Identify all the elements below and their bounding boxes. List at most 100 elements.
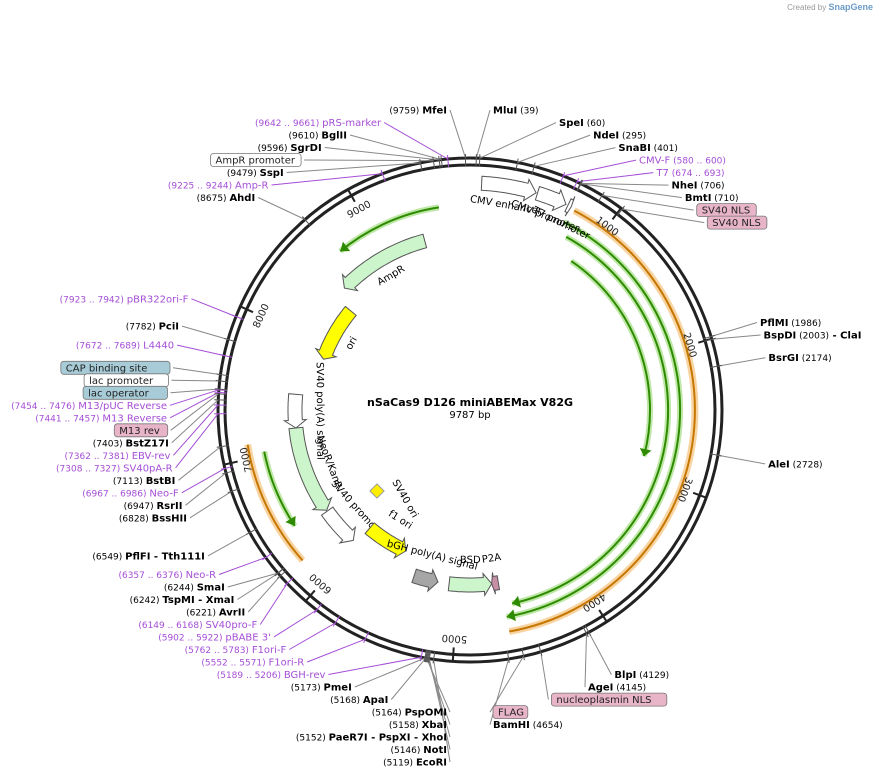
enzyme-label-part: - PspXI - XhoI — [368, 733, 447, 744]
leader-line — [189, 490, 232, 519]
site-marker — [219, 354, 232, 358]
enzyme-label-part: (9596) — [258, 144, 291, 154]
enzyme-agei[interactable]: AgeI (4145) — [588, 683, 646, 694]
primer-m13-puc-reverse[interactable]: (7454 .. 7476) M13/pUC Reverse — [11, 401, 167, 412]
tick-mark — [223, 460, 238, 466]
enzyme-apai[interactable]: (5168) ApaI — [330, 695, 388, 706]
enzyme-bamhi[interactable]: BamHI (4654) — [493, 720, 563, 731]
site-marker — [214, 391, 227, 394]
leader-line — [175, 413, 219, 469]
feature-tag-m13-rev[interactable]: M13 rev — [113, 423, 169, 438]
enzyme-pflmi[interactable]: PflMI (1986) — [760, 318, 821, 329]
feature-tag-sv40-nls[interactable]: SV40 NLS — [706, 215, 768, 230]
enzyme-label-part: (9610) — [289, 132, 322, 142]
leader-line — [304, 159, 434, 162]
enzyme-label: MluI (39) — [493, 106, 539, 117]
primer-t7[interactable]: T7 (674 .. 693) — [655, 168, 724, 179]
primer-neo-r[interactable]: (6357 .. 6376) Neo-R — [118, 570, 216, 581]
leader-line — [428, 658, 451, 750]
enzyme-avrii[interactable]: (6221) AvrII — [186, 608, 245, 619]
enzyme-label-part: (5152) — [296, 734, 329, 744]
enzyme-mfei[interactable]: (9759) MfeI — [389, 106, 447, 117]
enzyme-ecori[interactable]: (5119) EcoRI — [383, 758, 447, 769]
enzyme-spei[interactable]: SpeI (60) — [559, 118, 605, 129]
enzyme-nhei[interactable]: NheI (706) — [672, 181, 725, 192]
primer-prs-marker[interactable]: (9642 .. 9661) pRS-marker — [255, 118, 382, 129]
enzyme-ahdi[interactable]: (8675) AhdI — [197, 193, 256, 204]
primer-ebv-rev[interactable]: (7362 .. 7381) EBV-rev — [65, 451, 171, 462]
primer-sv40pa-r[interactable]: (7308 .. 7327) SV40pA-R — [56, 463, 173, 474]
site-marker — [616, 205, 626, 216]
primer-cmv-f[interactable]: CMV-F (580 .. 600) — [639, 156, 726, 167]
enzyme-label-part: NheI — [672, 181, 698, 192]
enzyme-rsrii[interactable]: (6947) RsrII — [124, 501, 183, 512]
primer-pbabe-3-[interactable]: (5902 .. 5922) pBABE 3' — [158, 633, 271, 644]
snapgene-brand: SnapGene — [828, 2, 873, 12]
feature-tag-nucleoplasmin-nls[interactable]: nucleoplasmin NLS — [551, 692, 668, 707]
primer-bgh-rev[interactable]: (5189 .. 5206) BGH-rev — [217, 670, 326, 681]
enzyme-bmti[interactable]: BmtI (710) — [685, 193, 739, 204]
primer-label-part: (9225 .. 9244) — [168, 182, 235, 192]
feature-neor-kanr — [288, 426, 333, 511]
primer-amp-r[interactable]: (9225 .. 9244) Amp-R — [168, 181, 269, 192]
enzyme-noti[interactable]: (5146) NotI — [390, 745, 447, 756]
enzyme-blpi[interactable]: BlpI (4129) — [614, 670, 669, 681]
enzyme-label: BsrGI (2174) — [768, 353, 831, 364]
leader-line — [171, 379, 220, 382]
feature-tag-lac-promoter[interactable]: lac promoter — [83, 373, 169, 388]
enzyme-bstbi[interactable]: (7113) BstBI — [113, 476, 176, 487]
primer-m13-reverse[interactable]: (7441 .. 7457) M13 Reverse — [35, 413, 167, 424]
primer-l4440[interactable]: (7672 .. 7689) L4440 — [76, 341, 174, 352]
tag-text: nucleoplasmin NLS — [556, 695, 651, 706]
feature-tag-flag[interactable]: FLAG — [492, 705, 529, 719]
primer-f1ori-f[interactable]: (5762 .. 5783) F1ori-F — [185, 645, 287, 656]
enzyme-bspdi[interactable]: BspDI (2003) - ClaI — [764, 331, 862, 342]
enzyme-label-part: (6244) — [164, 584, 197, 594]
enzyme-pspomi[interactable]: (5164) PspOMI — [372, 708, 447, 719]
enzyme-xbai[interactable]: (5158) XbaI — [389, 720, 447, 731]
tag-text: M13 rev — [119, 426, 160, 437]
primer-sv40pro-f[interactable]: (6149 .. 6168) SV40pro-F — [138, 620, 257, 631]
site-marker — [438, 155, 441, 168]
enzyme-pflfi[interactable]: (6549) PflFI - Tth111I — [92, 551, 205, 562]
enzyme-ndei[interactable]: NdeI (295) — [593, 131, 646, 142]
enzyme-label-part: (5158) — [389, 721, 422, 731]
plasmid-length: 9787 bp — [449, 410, 490, 421]
site-marker — [216, 444, 229, 448]
feature-f1-ori — [364, 522, 407, 560]
enzyme-label-part: ApaI — [363, 695, 388, 706]
site-marker — [262, 552, 273, 561]
enzyme-paer7i[interactable]: (5152) PaeR7I - PspXI - XhoI — [296, 733, 447, 744]
enzyme-pcii[interactable]: (7782) PciI — [126, 322, 179, 333]
feature-tag-ampr-promoter[interactable]: AmpR promoter — [210, 153, 302, 167]
primer-pbr322ori-f[interactable]: (7923 .. 7942) pBR322ori-F — [60, 294, 189, 305]
feature-tag-cap-binding-site[interactable]: CAP binding site — [60, 360, 171, 375]
feature-tag-lac-operator[interactable]: lac operator — [82, 385, 168, 400]
tag-box — [82, 385, 168, 400]
primer-label-part: F1ori-F — [252, 645, 287, 656]
enzyme-bsshii[interactable]: (6828) BssHII — [119, 513, 187, 524]
enzyme-label: (6221) AvrII — [186, 608, 245, 619]
credit-prefix: Created by — [787, 3, 827, 12]
enzyme-pmei[interactable]: (5173) PmeI — [291, 683, 352, 694]
leader-line — [259, 583, 288, 625]
tick-label: 6000 — [308, 571, 334, 596]
enzyme-bsrgi[interactable]: BsrGI (2174) — [768, 353, 831, 364]
enzyme-sgrdi[interactable]: (9596) SgrDI — [258, 143, 322, 154]
enzyme-mlui[interactable]: MluI (39) — [493, 106, 539, 117]
enzyme-tspmi[interactable]: (6242) TspMI - XmaI — [130, 595, 235, 606]
enzyme-sspi[interactable]: (9479) SspI — [227, 168, 284, 179]
enzyme-alei[interactable]: AleI (2728) — [768, 459, 822, 470]
enzyme-bglii[interactable]: (9610) BglII — [289, 131, 347, 142]
feature-tag-sv40-nls[interactable]: SV40 NLS — [696, 203, 757, 218]
site-marker — [506, 651, 510, 664]
tag-text: SV40 NLS — [702, 206, 751, 217]
primer-neo-f[interactable]: (6967 .. 6986) Neo-F — [82, 488, 179, 499]
enzyme-label-part: MluI — [493, 106, 517, 117]
enzyme-label: AgeI (4145) — [588, 683, 646, 694]
primer-f1ori-r[interactable]: (5552 .. 5571) F1ori-R — [201, 658, 304, 669]
enzyme-bstz17i[interactable]: (7403) BstZ17I — [93, 438, 169, 449]
enzyme-smai[interactable]: (6244) SmaI — [164, 583, 225, 594]
enzyme-snabi[interactable]: SnaBI (401) — [618, 143, 677, 154]
enzyme-label-part: BstZ17I — [126, 438, 169, 449]
